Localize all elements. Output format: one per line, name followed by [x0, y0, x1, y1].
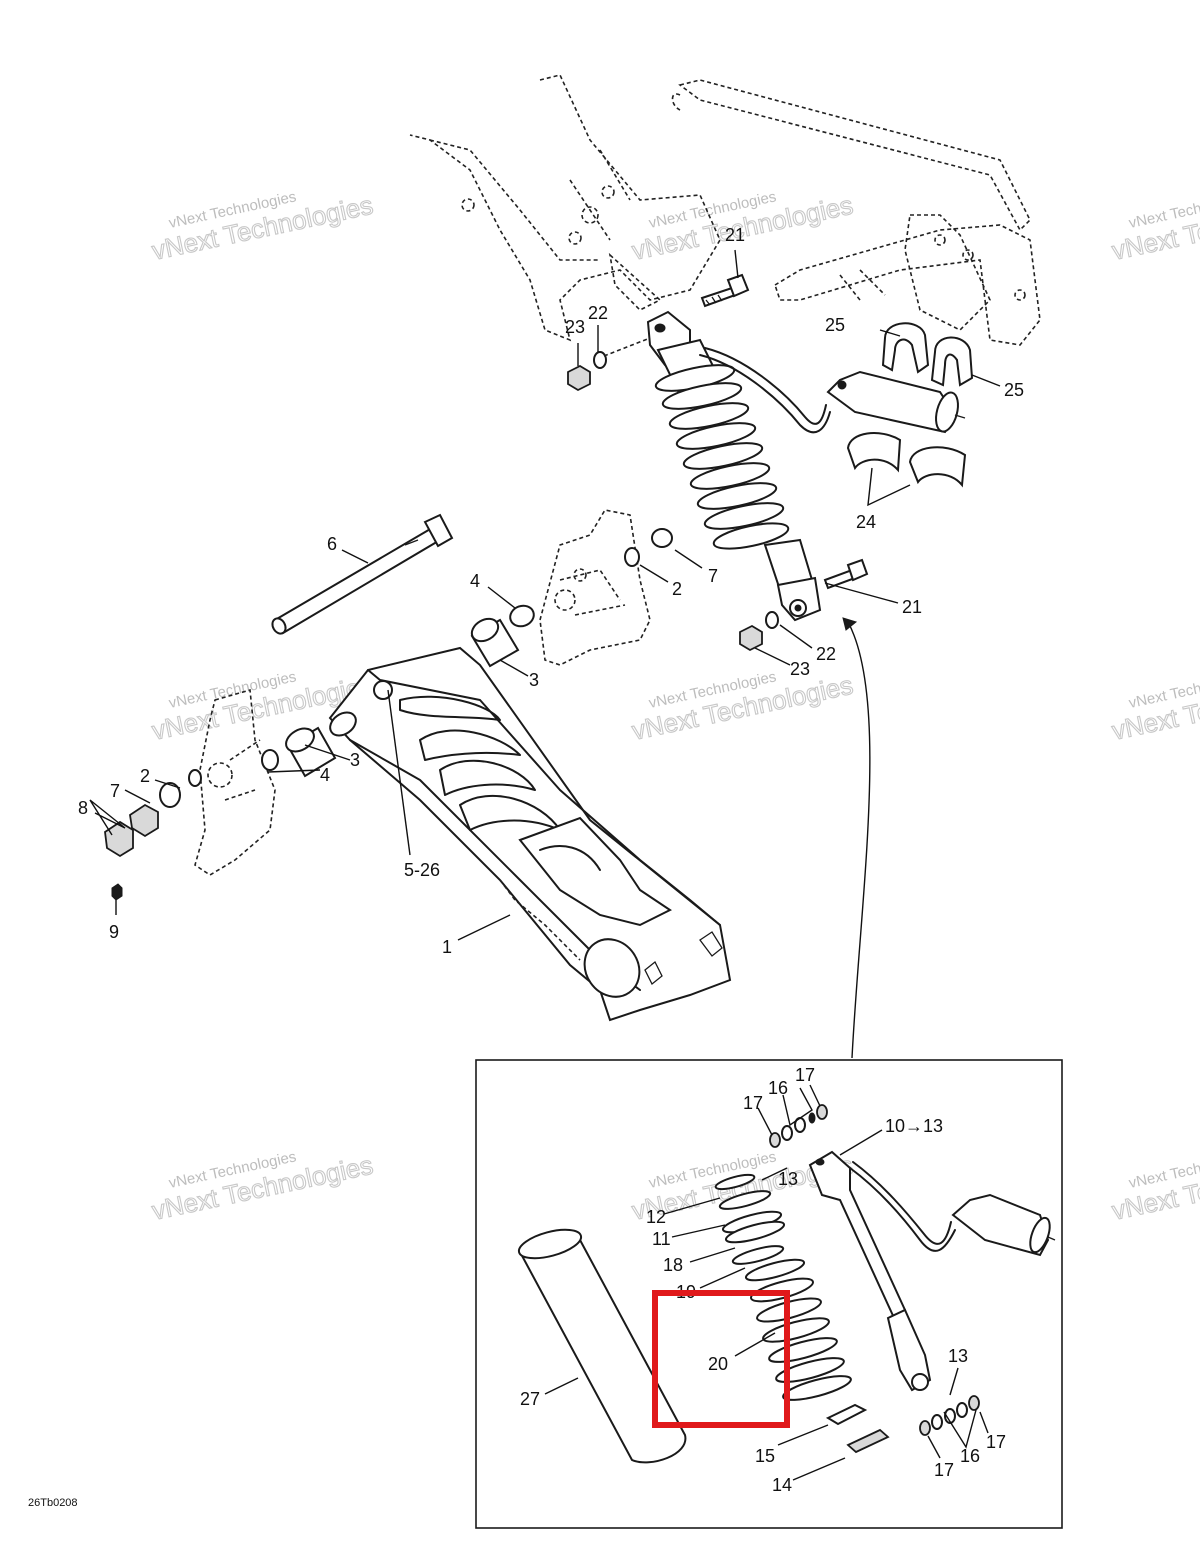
callout-17: 17	[986, 1432, 1006, 1452]
bracket-right	[539, 509, 651, 666]
callout-25: 25	[1004, 380, 1024, 400]
callout-20: 20	[708, 1354, 728, 1374]
fastener-lower	[739, 611, 779, 652]
callout-4: 4	[320, 765, 330, 785]
callout-8: 8	[78, 798, 88, 818]
bolt-lower	[823, 558, 869, 590]
callout-22: 22	[816, 644, 836, 664]
callout-3: 3	[350, 750, 360, 770]
callout-9: 9	[109, 922, 119, 942]
callout-2: 2	[672, 579, 682, 599]
callout-18: 18	[663, 1255, 683, 1275]
callout-17: 17	[934, 1460, 954, 1480]
callout-17: 17	[795, 1065, 815, 1085]
callout-14: 14	[772, 1475, 792, 1495]
callout-7: 7	[110, 781, 120, 801]
callout-labels: 6 4 2 7 3 21 22 23 23 22 25 25 24 21 7 2…	[28, 225, 1024, 1509]
watermark-outline-text: vNext Technologies	[1109, 1150, 1200, 1226]
shock-spring	[654, 364, 790, 550]
bushing-left	[104, 726, 337, 901]
callout-3: 3	[529, 670, 539, 690]
callout-12: 12	[646, 1207, 666, 1227]
detail-inset	[475, 1059, 1063, 1529]
shock-absorber	[646, 310, 966, 622]
bushing-right	[470, 528, 673, 668]
callout-1: 1	[442, 937, 452, 957]
watermark-outline-text: vNext Technologies	[1109, 670, 1200, 746]
highlight-box-part-20	[652, 1290, 790, 1428]
callout-23: 23	[565, 317, 585, 337]
bracket-left	[194, 688, 276, 876]
swingarm	[328, 646, 732, 1022]
callout-17: 17	[743, 1093, 763, 1113]
callout-2: 2	[140, 766, 150, 786]
callout-5-26: 5-26	[404, 860, 440, 880]
callout-7: 7	[708, 566, 718, 586]
callout-21: 21	[902, 597, 922, 617]
callout-13: 13	[948, 1346, 968, 1366]
callout-16: 16	[960, 1446, 980, 1466]
watermark-outline-text: vNext Technologies	[1109, 190, 1200, 266]
fastener-upper	[567, 337, 651, 392]
callout-4: 4	[470, 571, 480, 591]
callout-24: 24	[856, 512, 876, 532]
frame-dashed	[409, 74, 1041, 346]
callout-27: 27	[520, 1389, 540, 1409]
callout-23: 23	[790, 659, 810, 679]
detail-arrow	[842, 617, 871, 1059]
swingarm-axle	[271, 513, 454, 635]
callout-15: 15	[755, 1446, 775, 1466]
reservoir-rubber	[846, 432, 967, 488]
callout-25: 25	[825, 315, 845, 335]
callout-6: 6	[327, 534, 337, 554]
callout-22: 22	[588, 303, 608, 323]
callout-16: 16	[768, 1078, 788, 1098]
reservoir-clamp	[881, 322, 974, 387]
callout-10-13: 10→13	[885, 1116, 943, 1136]
leader-lines	[89, 249, 1001, 1481]
callout-21: 21	[725, 225, 745, 245]
callout-13: 13	[778, 1169, 798, 1189]
inset-spring	[744, 1258, 852, 1401]
diagram-code: 26Tb0208	[28, 1497, 78, 1509]
bolt-upper	[700, 273, 750, 308]
callout-11: 11	[652, 1229, 671, 1249]
